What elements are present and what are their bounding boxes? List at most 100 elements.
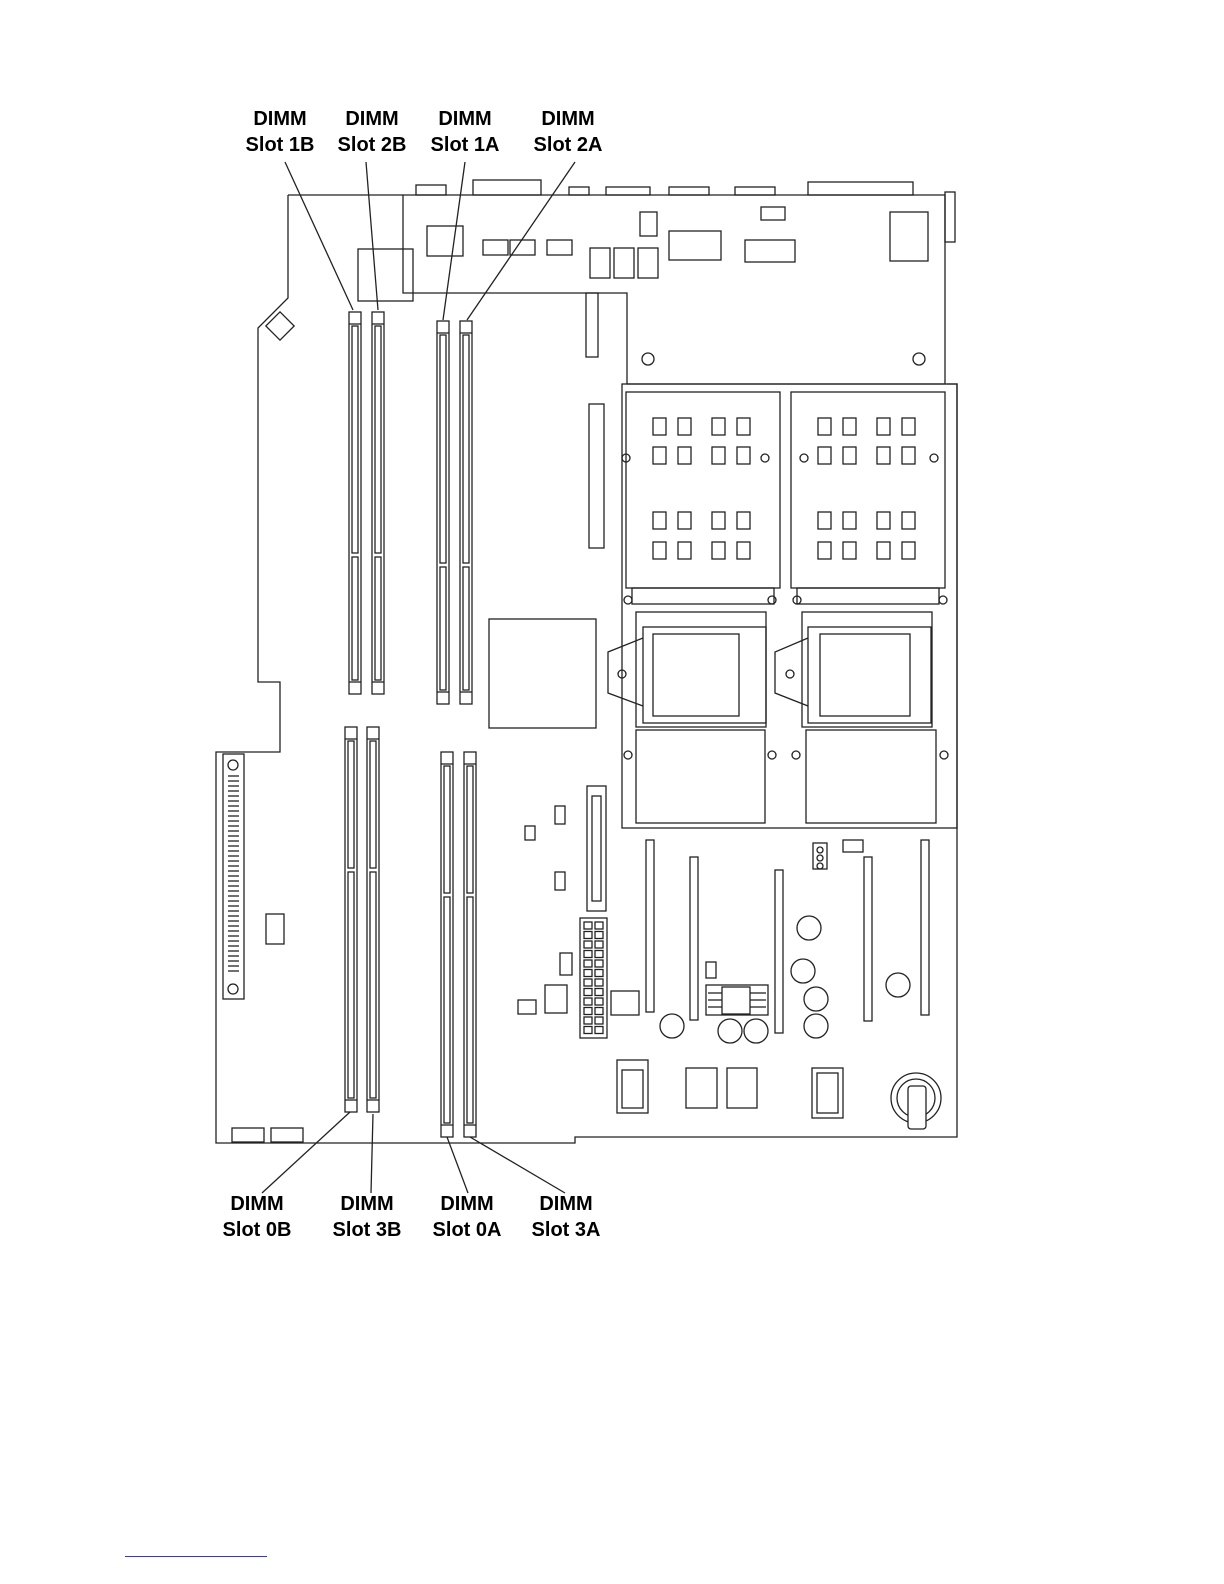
power-connector-pins [584, 922, 603, 1034]
capacitor [804, 1014, 828, 1038]
rear-connector [945, 192, 955, 242]
dimm-slot-channel [370, 872, 376, 1098]
dimm-slot-channel [463, 335, 469, 563]
capacitor [791, 959, 815, 983]
chip [611, 991, 639, 1015]
dimm-slot-1a [437, 321, 449, 704]
capacitor [797, 916, 821, 940]
dimm-slot-0a [441, 752, 453, 1137]
power-pin [595, 979, 603, 986]
dimm-slot-0b [345, 727, 357, 1112]
chip [638, 248, 658, 278]
vrm-component [737, 447, 750, 464]
chip [266, 914, 284, 944]
processor-area [608, 384, 957, 828]
power-pin [595, 1027, 603, 1034]
vrm-component [737, 542, 750, 559]
chip [669, 231, 721, 260]
socket-lever [775, 638, 808, 706]
pci-slot [921, 840, 929, 1015]
cpu-socket-frame [802, 612, 932, 727]
scsi-connector [587, 786, 606, 911]
vrm-components [653, 418, 915, 559]
jumper-pin [817, 847, 823, 853]
jumper [525, 826, 535, 840]
dimm-slot-channel [352, 557, 358, 680]
cpu-socket [643, 627, 766, 723]
rear-connector [808, 182, 913, 195]
vrm-component [818, 447, 831, 464]
vrm-component [902, 542, 915, 559]
chip [590, 248, 610, 278]
cpu-socket [808, 627, 931, 723]
power-pin [584, 989, 592, 996]
battery-clip [908, 1086, 926, 1129]
dimm-slot-channel [348, 741, 354, 868]
power-pin [584, 960, 592, 967]
header [232, 1128, 264, 1142]
rear-connector [473, 180, 541, 195]
dimm-slot-group [345, 312, 476, 1137]
mount-hole [939, 596, 947, 604]
heatsink-base [806, 730, 936, 823]
vrm-component [902, 512, 915, 529]
power-pin [595, 960, 603, 967]
header [271, 1128, 303, 1142]
vrm-component [818, 542, 831, 559]
dimm-slot-channel [444, 897, 450, 1123]
capacitor [718, 1019, 742, 1043]
rear-connector [569, 187, 589, 195]
module-base [632, 588, 774, 604]
dimm-slot-channel [440, 567, 446, 690]
dimm-slot-channel [467, 766, 473, 893]
dimm-slot-3b [367, 727, 379, 1112]
power-pin [584, 979, 592, 986]
dimm-slot-1b [349, 312, 361, 694]
capacitor [886, 973, 910, 997]
callout-leader-line [366, 162, 378, 310]
voltage-module [626, 392, 780, 588]
mount-hole [768, 596, 776, 604]
mount-hole [786, 670, 794, 678]
vrm-component [877, 542, 890, 559]
vrm-component [818, 418, 831, 435]
power-pin [584, 970, 592, 977]
dimm-slot-channel [348, 872, 354, 1098]
pci-slot [775, 870, 783, 1033]
vrm-component [902, 418, 915, 435]
rear-connector [669, 187, 709, 195]
dimm-slot-channel [375, 557, 381, 680]
footer-rule [125, 1556, 267, 1557]
chip [640, 212, 657, 236]
jumper [560, 953, 572, 975]
vrm-component [712, 418, 725, 435]
capacitor [660, 1014, 684, 1038]
jumper [518, 1000, 536, 1014]
power-pin [595, 941, 603, 948]
power-pin [584, 941, 592, 948]
pci-slot [690, 857, 698, 1020]
dimm-slot-channel [444, 766, 450, 893]
capacitor [744, 1019, 768, 1043]
vrm-component [818, 512, 831, 529]
jumper [555, 872, 565, 890]
vrm-component [712, 447, 725, 464]
mount-hole [761, 454, 769, 462]
module-base [797, 588, 939, 604]
ide-connector [223, 754, 244, 999]
pci-slot [646, 840, 654, 1012]
cpu-socket-frame [636, 612, 766, 727]
jumper [555, 806, 565, 824]
scsi-connector-inner [592, 796, 601, 901]
power-pin [595, 1008, 603, 1015]
callout-leader-lines [262, 162, 575, 1193]
vrm-component [877, 512, 890, 529]
power-pin [595, 989, 603, 996]
power-pin [595, 970, 603, 977]
vrm-component [678, 418, 691, 435]
slot-connector [586, 293, 598, 357]
dimm-slot-channel [370, 741, 376, 868]
heatsink-base [636, 730, 765, 823]
mount-hole [913, 353, 925, 365]
